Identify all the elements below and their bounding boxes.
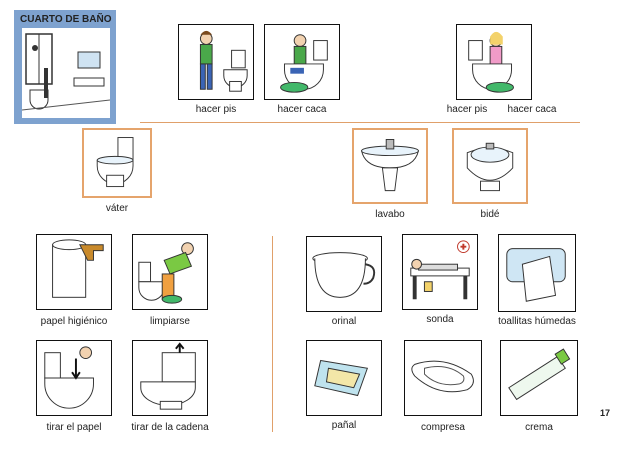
- card-boy-pee: [178, 24, 254, 100]
- card-wet-wipes: [498, 234, 576, 312]
- card-toilet-paper: [36, 234, 112, 310]
- card-toilet: [82, 128, 152, 198]
- label-sink: lavabo: [375, 209, 405, 220]
- page-number: 17: [600, 408, 611, 418]
- card-catheter: [402, 234, 478, 310]
- card-boy-poo: [264, 24, 340, 100]
- label-catheter: sonda: [426, 314, 454, 325]
- label-boy-pee: hacer pis: [195, 104, 237, 115]
- card-flush: [132, 340, 208, 416]
- card-potty: [306, 236, 382, 312]
- page-title: CUARTO DE BAÑO: [20, 14, 112, 25]
- card-pad: [404, 340, 482, 416]
- label-wet-wipes: toallitas húmedas: [498, 316, 576, 327]
- label-toilet-paper: papel higiénico: [40, 316, 108, 327]
- card-sink: [352, 128, 428, 204]
- label-toilet: váter: [105, 203, 129, 214]
- label-boy-poo: hacer caca: [277, 104, 327, 115]
- card-diaper: [306, 340, 382, 416]
- card-throw-paper: [36, 340, 112, 416]
- label-pad: compresa: [421, 422, 465, 433]
- label-girl-pee: hacer pis: [446, 104, 488, 115]
- label-potty: orinal: [331, 316, 357, 327]
- label-throw-paper: tirar el papel: [46, 422, 102, 433]
- column-divider: [272, 236, 273, 432]
- label-girl-poo: hacer caca: [507, 104, 557, 115]
- bathroom-illustration: [21, 28, 111, 118]
- label-diaper: pañal: [331, 420, 357, 431]
- card-cream: [500, 340, 578, 416]
- label-flush: tirar de la cadena: [131, 422, 209, 433]
- label-wiping: limpiarse: [149, 316, 190, 327]
- label-bidet: bidé: [480, 209, 500, 220]
- card-bidet: [452, 128, 528, 204]
- card-wiping: [132, 234, 208, 310]
- label-cream: crema: [525, 422, 553, 433]
- section-divider: [140, 122, 580, 123]
- card-girl-toilet: [456, 24, 532, 100]
